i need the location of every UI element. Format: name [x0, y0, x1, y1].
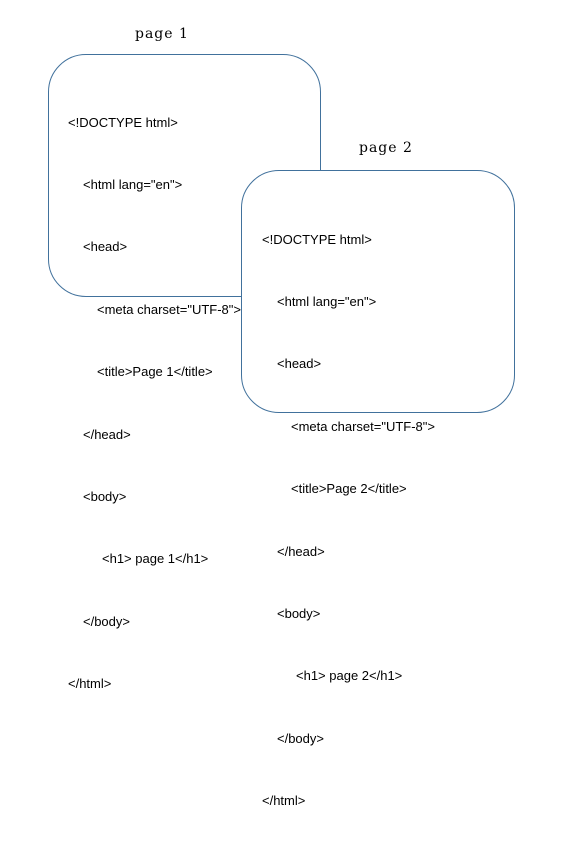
code-line-body-close: </body>	[83, 613, 130, 629]
page-2-code: <!DOCTYPE html> <html lang="en"> <head> …	[262, 188, 435, 854]
page-1-caption: page 1	[135, 26, 189, 42]
code-line-head-close: </head>	[277, 543, 325, 559]
code-line-title: <title>Page 1</title>	[97, 364, 213, 380]
code-line-title: <title>Page 2</title>	[291, 481, 407, 497]
code-line-body-close: </body>	[277, 730, 324, 746]
code-line-head-open: <head>	[277, 356, 322, 372]
page-1-code: <!DOCTYPE html> <html lang="en"> <head> …	[68, 71, 241, 737]
code-line-body-open: <body>	[83, 488, 127, 504]
code-line-html-close: </html>	[262, 793, 306, 809]
code-line-html-close: </html>	[68, 676, 112, 692]
page-2-caption: page 2	[359, 140, 413, 156]
code-line-h1: <h1> page 1</h1>	[102, 551, 209, 567]
page-2-code-box: <!DOCTYPE html> <html lang="en"> <head> …	[241, 170, 515, 808]
code-line-html-open: <html lang="en">	[83, 176, 183, 192]
code-line-meta: <meta charset="UTF-8">	[97, 301, 241, 317]
code-line-head-open: <head>	[83, 239, 128, 255]
code-line-doctype: <!DOCTYPE html>	[262, 231, 372, 247]
code-line-meta: <meta charset="UTF-8">	[291, 418, 435, 434]
code-line-doctype: <!DOCTYPE html>	[68, 114, 178, 130]
code-line-h1: <h1> page 2</h1>	[296, 668, 403, 684]
code-line-head-close: </head>	[83, 426, 131, 442]
code-line-body-open: <body>	[277, 605, 321, 621]
code-line-html-open: <html lang="en">	[277, 293, 377, 309]
